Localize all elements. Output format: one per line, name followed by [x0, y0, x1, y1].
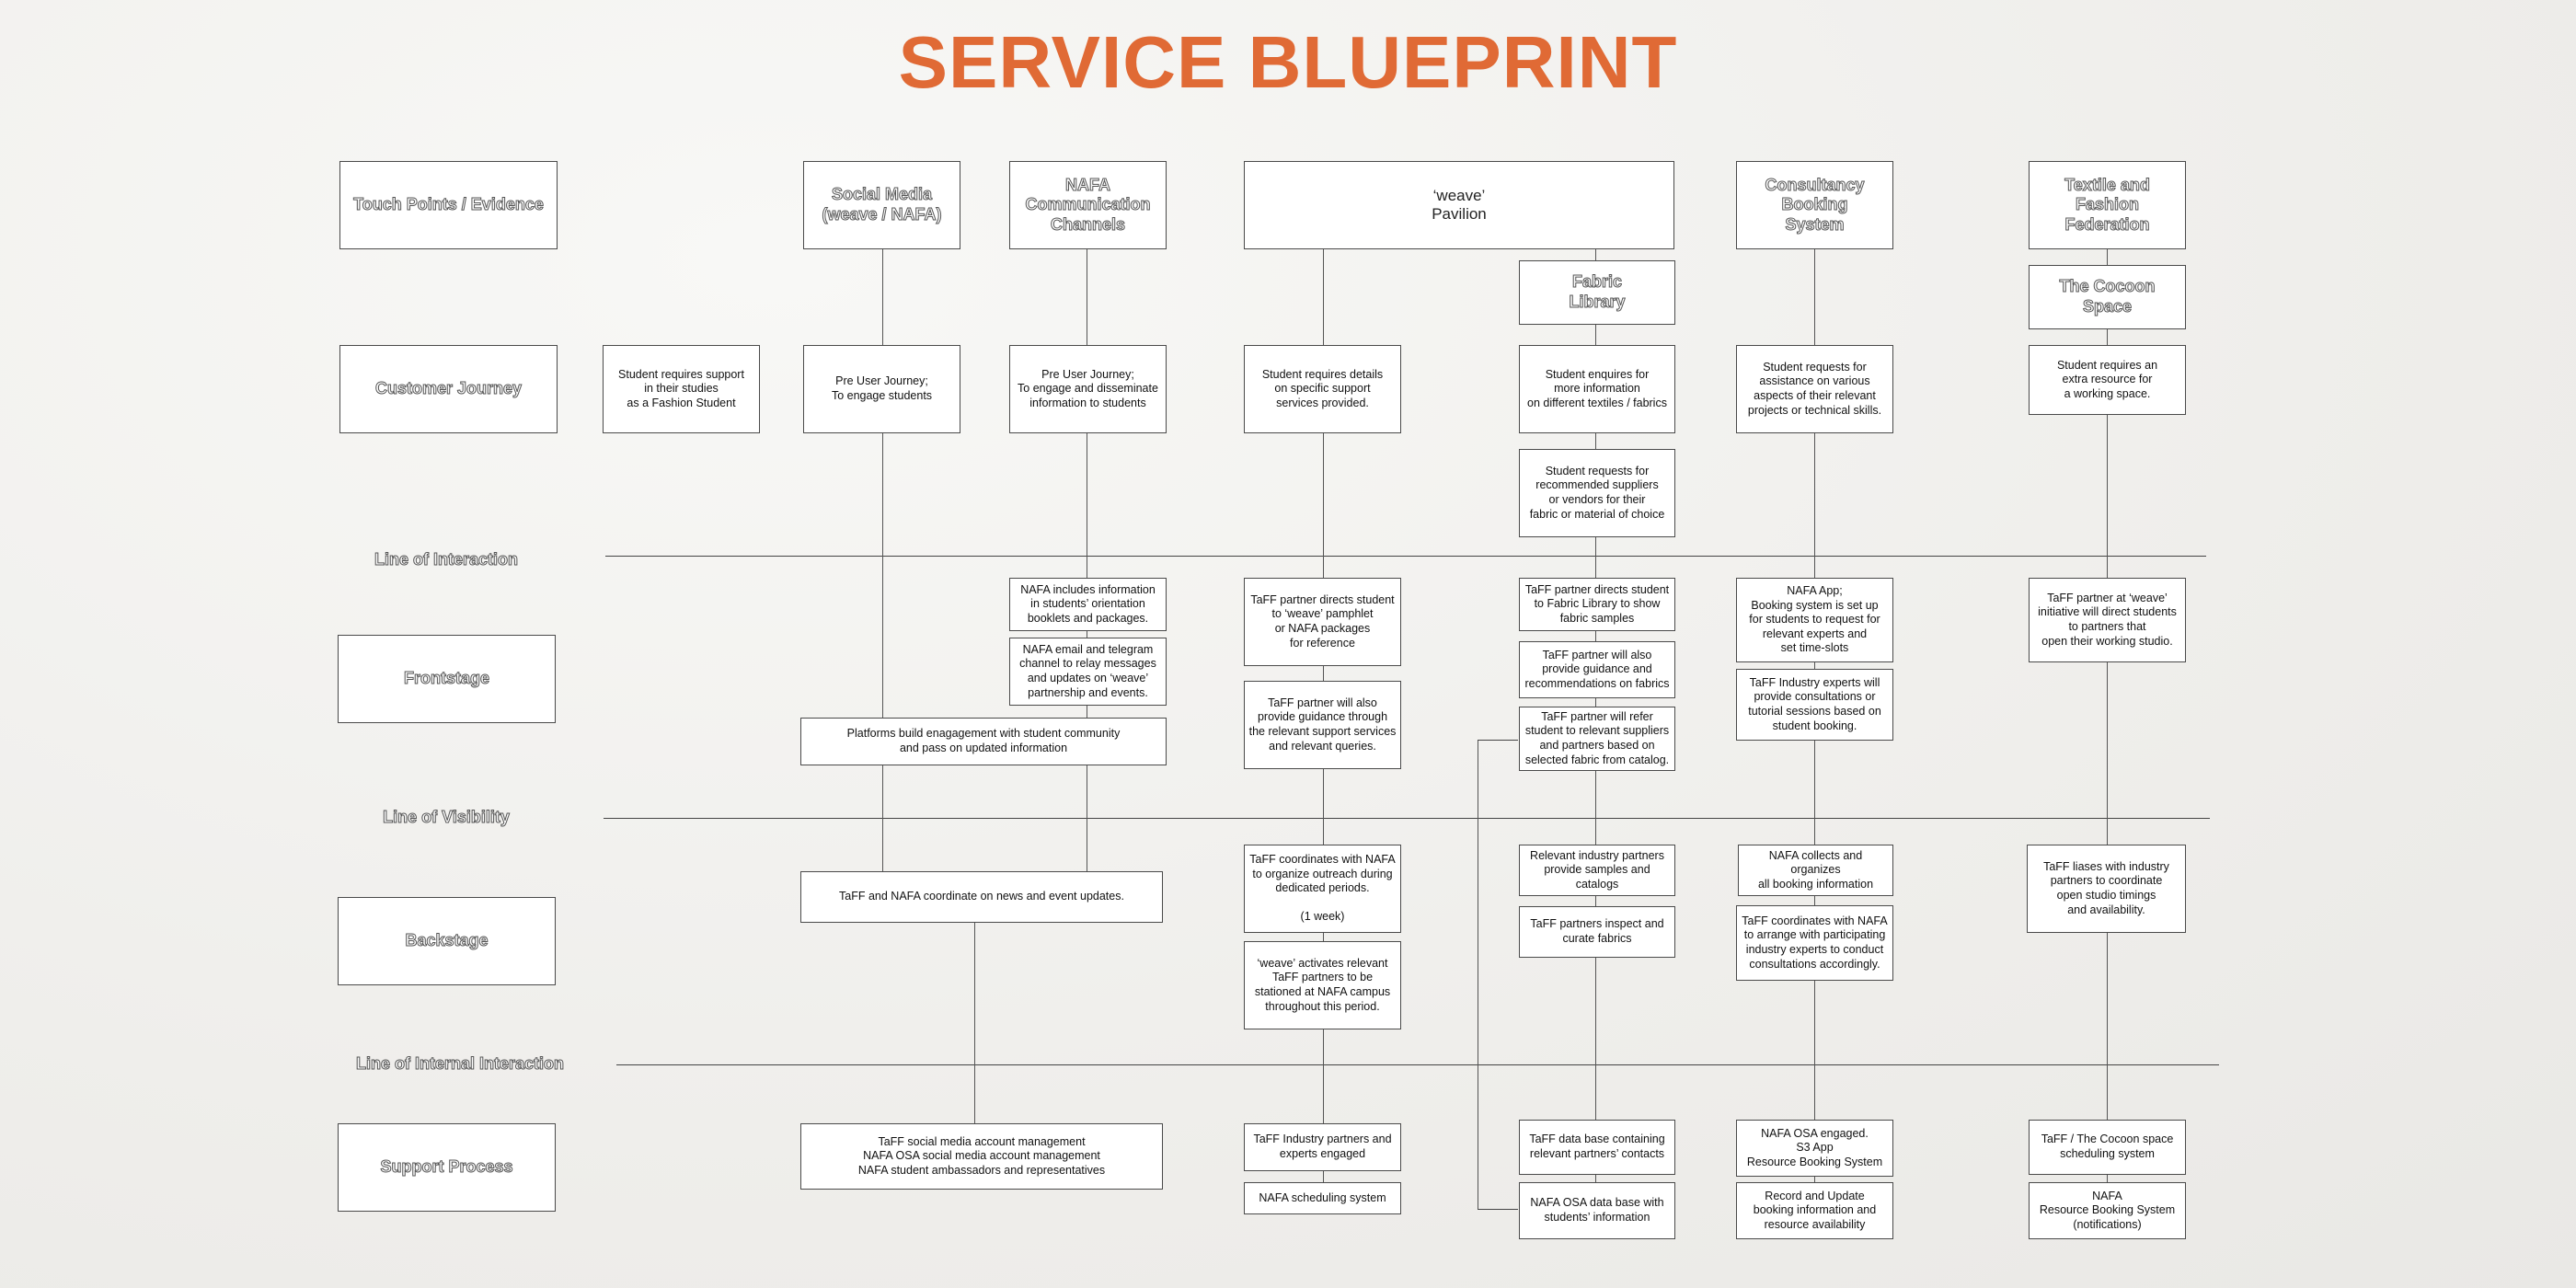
header-consultancy-booking: Consultancy Booking System [1736, 161, 1893, 249]
header-weave-pavilion: ‘weave’ Pavilion [1244, 161, 1674, 249]
row-label-support-process: Support Process [338, 1123, 556, 1212]
line-of-visibility-divider [604, 818, 2210, 819]
line-of-interaction-divider [605, 556, 2206, 557]
header-social-media: Social Media (weave / NAFA) [803, 161, 960, 249]
support-consult-record: Record and Update booking information an… [1736, 1182, 1893, 1239]
back-fabric-inspect: TaFF partners inspect and curate fabrics [1519, 906, 1675, 958]
back-weave-outreach: TaFF coordinates with NAFA to organize o… [1244, 845, 1401, 933]
journey-nafa-pre: Pre User Journey; To engage and dissemin… [1009, 345, 1167, 433]
support-social-accounts: TaFF social media account management NAF… [800, 1123, 1163, 1190]
header-cocoon-space: The Cocoon Space [2029, 265, 2186, 329]
back-consult-collects: NAFA collects and organizes all booking … [1738, 845, 1893, 896]
header-fabric-library: Fabric Library [1519, 260, 1675, 325]
support-fabric-osa: NAFA OSA data base with students’ inform… [1519, 1182, 1675, 1239]
front-fabric-refer: TaFF partner will refer student to relev… [1519, 707, 1675, 771]
connector-cocoon [2107, 248, 2108, 1200]
journey-cocoon-request: Student requires an extra resource for a… [2029, 345, 2186, 415]
row-label-touch-points: Touch Points / Evidence [339, 161, 558, 249]
row-label-frontstage: Frontstage [338, 635, 556, 723]
label-line-of-internal-interaction: Line of Internal Interaction [355, 1054, 565, 1074]
front-fabric-directs: TaFF partner directs student to Fabric L… [1519, 578, 1675, 631]
support-fabric-database: TaFF data base containing relevant partn… [1519, 1120, 1675, 1175]
connector-social-media [882, 248, 883, 871]
back-coordinate-news: TaFF and NAFA coordinate on news and eve… [800, 871, 1163, 923]
line-of-internal-interaction-divider [616, 1064, 2219, 1065]
label-line-of-interaction: Line of Interaction [374, 550, 518, 569]
support-consult-osa: NAFA OSA engaged. S3 App Resource Bookin… [1736, 1120, 1893, 1177]
connector-fabric-branch-top [1478, 740, 1518, 741]
front-consult-experts: TaFF Industry experts will provide consu… [1736, 669, 1893, 741]
front-cocoon-partner: TaFF partner at ‘weave’ initiative will … [2029, 578, 2186, 662]
front-weave-directs: TaFF partner directs student to ‘weave’ … [1244, 578, 1401, 666]
back-weave-activates: ‘weave’ activates relevant TaFF partners… [1244, 941, 1401, 1029]
front-fabric-guidance: TaFF partner will also provide guidance … [1519, 641, 1675, 698]
back-consult-coordinates: TaFF coordinates with NAFA to arrange wi… [1736, 905, 1893, 981]
label-line-of-visibility: Line of Visibility [383, 808, 511, 827]
journey-fabric-enquire: Student enquires for more information on… [1519, 345, 1675, 433]
front-nafa-email: NAFA email and telegram channel to relay… [1009, 638, 1167, 706]
page-title: SERVICE BLUEPRINT [898, 21, 1678, 103]
journey-consult-request: Student requests for assistance on vario… [1736, 345, 1893, 433]
connector-social-support [974, 923, 975, 1123]
journey-student-support: Student requires support in their studie… [603, 345, 760, 433]
header-nafa-channels: NAFA Communication Channels [1009, 161, 1167, 249]
connector-fabric-branch-bottom [1478, 1209, 1518, 1210]
support-weave-industry: TaFF Industry partners and experts engag… [1244, 1123, 1401, 1171]
front-platforms: Platforms build enagagement with student… [800, 718, 1167, 765]
row-label-backstage: Backstage [338, 897, 556, 985]
row-label-customer-journey: Customer Journey [339, 345, 558, 433]
journey-fabric-suppliers: Student requests for recommended supplie… [1519, 449, 1675, 537]
journey-weave-details: Student requires details on specific sup… [1244, 345, 1401, 433]
journey-social-pre: Pre User Journey; To engage students [803, 345, 960, 433]
front-weave-guidance: TaFF partner will also provide guidance … [1244, 681, 1401, 769]
front-consult-app: NAFA App; Booking system is set up for s… [1736, 578, 1893, 662]
back-fabric-industry: Relevant industry partners provide sampl… [1519, 845, 1675, 896]
back-cocoon-liaises: TaFF liases with industry partners to co… [2027, 845, 2186, 933]
header-textile-federation: Textile and Fashion Federation [2029, 161, 2186, 249]
support-cocoon-nafa: NAFA Resource Booking System (notificati… [2029, 1182, 2186, 1239]
support-weave-scheduling: NAFA scheduling system [1244, 1182, 1401, 1214]
front-nafa-orientation: NAFA includes information in students’ o… [1009, 578, 1167, 631]
support-cocoon-scheduling: TaFF / The Cocoon space scheduling syste… [2029, 1120, 2186, 1175]
